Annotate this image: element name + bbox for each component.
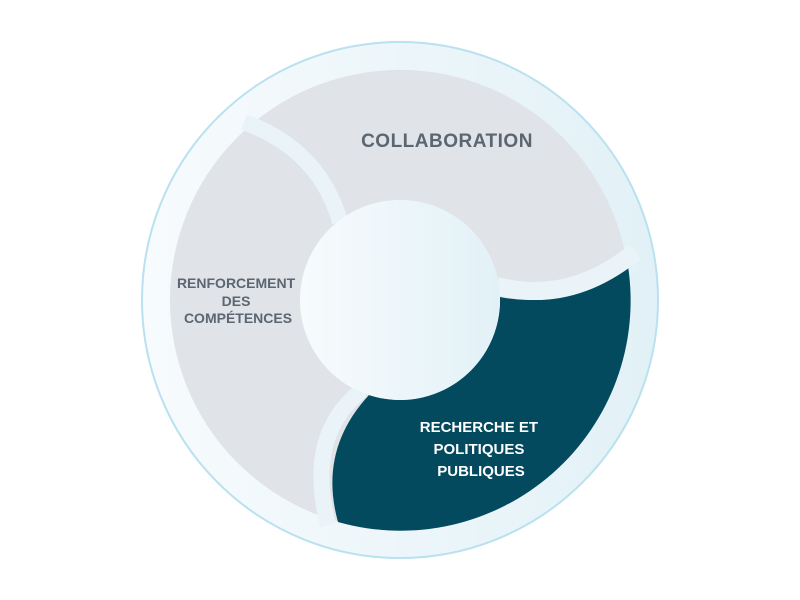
separator <box>313 383 368 527</box>
center-circle <box>300 200 500 400</box>
label-collaboration: COLLABORATION <box>361 131 533 152</box>
label-recherche: RECHERCHE ET POLITIQUES PUBLIQUES <box>420 419 543 480</box>
separator <box>494 244 641 300</box>
segment-recherche <box>332 266 631 531</box>
separator <box>241 114 348 225</box>
label-renforcement: RENFORCEMENT DES COMPÉTENCES <box>177 275 299 326</box>
